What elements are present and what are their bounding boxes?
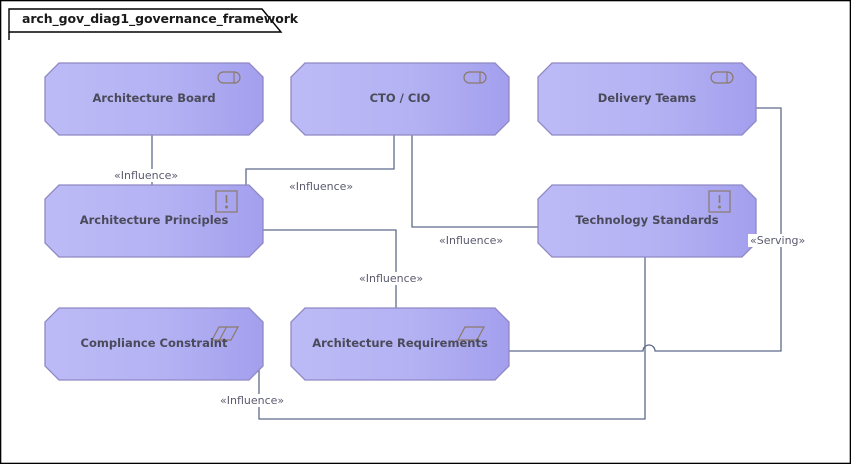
node-cto-cio[interactable] xyxy=(290,62,510,136)
edge-cto-to-standards xyxy=(411,135,538,228)
edge-delivery-to-requirements xyxy=(509,107,782,352)
business-role-icon xyxy=(463,71,487,84)
principle-icon xyxy=(215,190,238,213)
node-architecture-requirements[interactable] xyxy=(290,307,510,381)
node-shape xyxy=(44,62,264,136)
node-shape xyxy=(44,184,264,258)
constraint-icon xyxy=(210,326,240,341)
node-shape xyxy=(290,62,510,136)
node-architecture-principles[interactable] xyxy=(44,184,264,258)
diagram-tab-shape xyxy=(8,8,283,33)
principle-icon xyxy=(708,190,731,213)
node-hit-cto-cio[interactable] xyxy=(291,63,509,135)
edge-standards-to-requirements xyxy=(509,257,646,420)
requirement-icon xyxy=(456,326,486,341)
node-hit-compliance-constraint[interactable] xyxy=(45,308,263,380)
node-compliance-constraint[interactable] xyxy=(44,307,264,381)
edges-layer xyxy=(151,107,782,420)
node-shape xyxy=(44,307,264,381)
node-shape xyxy=(537,62,757,136)
node-shape xyxy=(290,307,510,381)
edge-cto-to-principles xyxy=(245,135,395,185)
node-delivery-teams[interactable] xyxy=(537,62,757,136)
business-role-icon xyxy=(217,71,241,84)
node-hit-technology-standards[interactable] xyxy=(538,185,756,257)
business-role-icon xyxy=(710,71,734,84)
nodes-layer xyxy=(44,62,757,381)
node-architecture-board[interactable] xyxy=(44,62,264,136)
node-hit-architecture-board[interactable] xyxy=(45,63,263,135)
node-technology-standards[interactable] xyxy=(537,184,757,258)
node-hit-architecture-principles[interactable] xyxy=(45,185,263,257)
node-hit-delivery-teams[interactable] xyxy=(538,63,756,135)
diagram-tab-title[interactable]: arch_gov_diag1_governance_framework xyxy=(22,11,299,26)
node-hit-architecture-requirements[interactable] xyxy=(291,308,509,380)
node-shape xyxy=(537,184,757,258)
